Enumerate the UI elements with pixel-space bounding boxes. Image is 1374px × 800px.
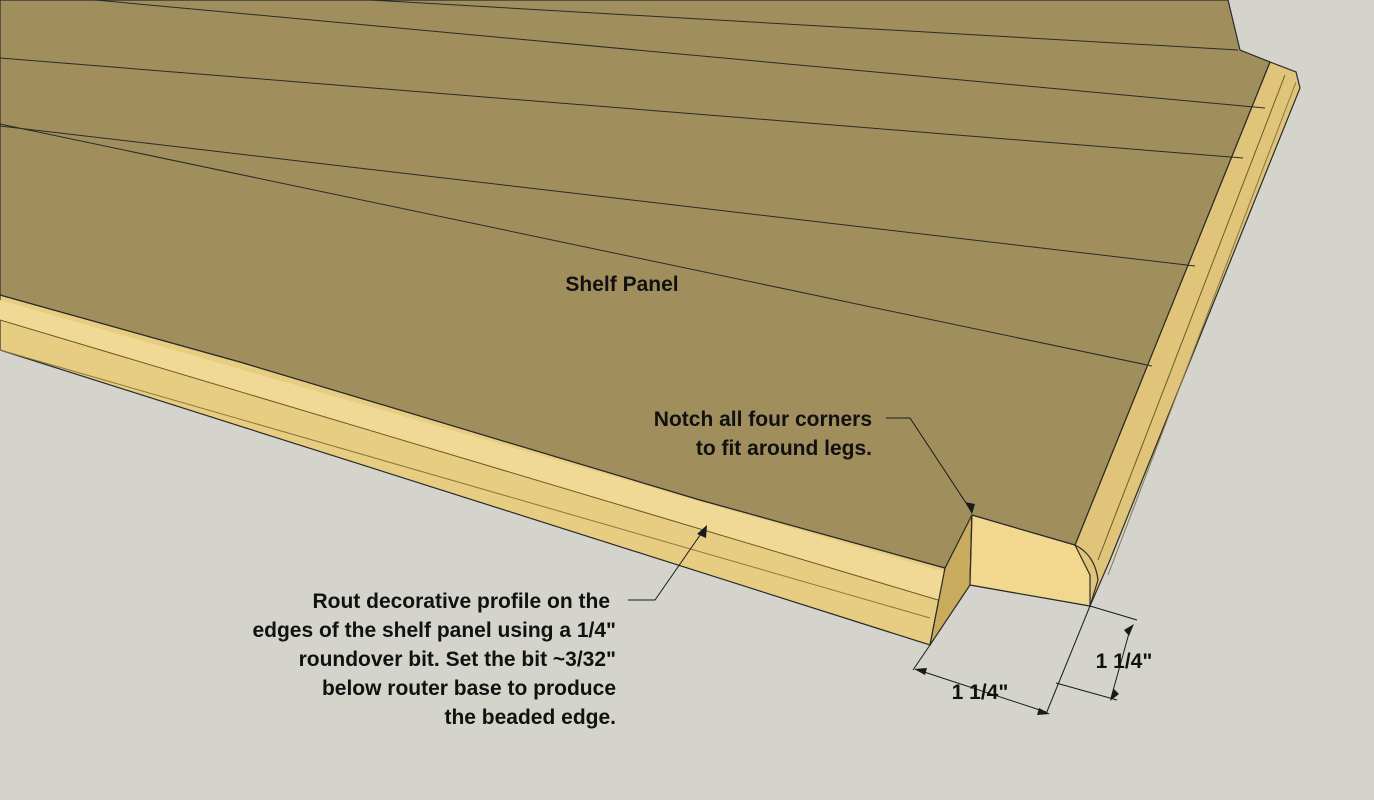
panel-top-surface bbox=[0, 0, 1271, 569]
board-seam-5 bbox=[0, 123, 1153, 367]
notch-note-line-2: to fit around legs. bbox=[696, 437, 872, 460]
side-edge-roundover bbox=[1074, 544, 1099, 607]
notch-note-line-1: Notch all four corners bbox=[654, 408, 872, 431]
board-seam-1 bbox=[94, 0, 1266, 109]
board-seam-top bbox=[369, 0, 1239, 51]
rout-note-line-1: Rout decorative profile on the bbox=[312, 590, 610, 613]
dim-vertical-ext-1 bbox=[1089, 605, 1138, 621]
board-seam-3 bbox=[0, 125, 1196, 267]
rout-note-line-3: roundover bit. Set the bit ~3/32" bbox=[299, 648, 616, 671]
dim-horizontal-ext-1 bbox=[912, 644, 931, 671]
dim-vertical-ext-2 bbox=[1055, 682, 1118, 701]
front-edge-line-2 bbox=[0, 349, 931, 619]
front-edge-bead bbox=[0, 300, 945, 600]
side-edge-line-2 bbox=[1107, 81, 1297, 576]
panel-title: Shelf Panel bbox=[565, 273, 678, 296]
dim-horizontal-label: 1 1/4" bbox=[952, 681, 1009, 704]
dim-vertical-arrow-bottom bbox=[1110, 689, 1119, 701]
dim-vertical-label: 1 1/4" bbox=[1096, 650, 1153, 673]
rout-leader-arrowhead bbox=[697, 525, 707, 538]
rout-note-line-4: below router base to produce bbox=[322, 677, 616, 700]
rout-note-line-5: the beaded edge. bbox=[444, 706, 616, 729]
rout-leader-line bbox=[628, 527, 706, 601]
rout-note-line-2: edges of the shelf panel using a 1/4" bbox=[252, 619, 616, 642]
side-edge-line-1 bbox=[1097, 74, 1286, 561]
dim-horizontal-ext-2 bbox=[1045, 605, 1091, 715]
dim-vertical-line bbox=[1110, 625, 1132, 699]
dim-horizontal-arrow-right bbox=[1037, 708, 1050, 715]
dim-vertical-arrow-top bbox=[1124, 624, 1134, 636]
notch-leader-arrowhead bbox=[965, 502, 975, 514]
notch-leader-line bbox=[886, 417, 973, 513]
front-edge-line-1 bbox=[0, 319, 939, 601]
board-seam-2 bbox=[0, 57, 1244, 159]
dim-horizontal-arrow-left bbox=[914, 668, 927, 675]
dim-horizontal-line bbox=[917, 669, 1047, 713]
